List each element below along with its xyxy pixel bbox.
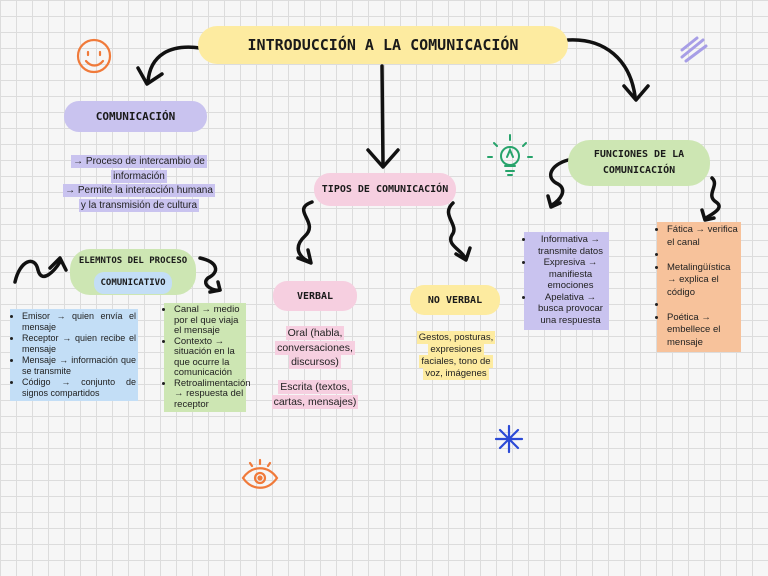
list-item: Fática → verifica el canal [667, 224, 739, 249]
no-verbal-line-4: voz, imágenes [423, 367, 489, 380]
verbal-oral-2: conversaciones, [275, 340, 355, 355]
list-item [667, 249, 739, 262]
title-pill: INTRODUCCIÓN A LA COMUNICACIÓN [198, 26, 568, 64]
left-curve-head [136, 66, 164, 86]
squiggle-noverbal-head [454, 246, 472, 262]
right-curve-head [622, 84, 650, 102]
list-item: Código → conjunto de signos compartidos [22, 377, 136, 399]
left-curve-arrow [146, 45, 202, 84]
squiggle-funciones-left-head [546, 194, 562, 209]
funciones-label-2: COMUNICACIÓN [602, 165, 676, 176]
no-verbal-description: Gestos, posturas, expresiones faciales, … [402, 331, 510, 380]
list-item: Canal → medio por el que viaja el mensaj… [174, 304, 244, 337]
funciones-label-1: FUNCIONES DE LA [593, 149, 685, 160]
funciones-purple-list: Informativa → transmite datos Expresiva … [524, 232, 609, 330]
verbal-oral-1: Oral (habla, [285, 326, 345, 340]
elementos-label-2: COMUNICATIVO [94, 272, 172, 294]
verbal-oral-3: discursos) [289, 355, 341, 369]
verbal-escrita-1: Escrita (textos, [278, 380, 352, 394]
no-verbal-label: NO VERBAL [427, 294, 483, 306]
smiley-icon [76, 38, 112, 74]
verbal-pill: VERBAL [273, 281, 357, 311]
list-item: Receptor → quien recibe el mensaje [22, 333, 136, 355]
tipos-label: TIPOS DE COMUNICACIÓN [321, 184, 449, 195]
elementos-label-1: ELEMNTOS DEL PROCESO [78, 256, 188, 266]
star-burst-icon [494, 424, 524, 454]
comunicacion-label: COMUNICACIÓN [95, 110, 176, 123]
squiggle-funciones-left [548, 158, 570, 207]
list-item [667, 299, 739, 312]
lightbulb-icon [487, 134, 533, 176]
comunicacion-line-2: información [111, 169, 167, 183]
verbal-oral: Oral (habla, conversaciones, discursos) [258, 326, 372, 370]
funciones-orange-list: Fática → verifica el canal Metalingüísti… [657, 222, 741, 352]
elementos-right-list: Canal → medio por el que viaja el mensaj… [164, 303, 251, 412]
scribble-icon [680, 36, 708, 63]
squiggle-funciones-right [704, 176, 721, 220]
list-item: Poética → embellece el mensaje [667, 312, 739, 350]
list-item: Informativa → transmite datos [534, 234, 607, 257]
verbal-escrita: Escrita (textos, cartas, mensajes) [258, 380, 372, 409]
funciones-pill: FUNCIONES DE LA COMUNICACIÓN [568, 140, 710, 186]
elementos-pill: ELEMNTOS DEL PROCESO COMUNICATIVO [70, 249, 196, 295]
list-item: Apelativa → busca provocar una respuesta [534, 292, 607, 327]
tipos-pill: TIPOS DE COMUNICACIÓN [314, 173, 456, 206]
comunicacion-pill: COMUNICACIÓN [64, 101, 207, 132]
comunicacion-line-3: → Permite la interacción humana [63, 184, 215, 197]
squiggle-verbal [296, 200, 314, 264]
verbal-escrita-2: cartas, mensajes) [271, 394, 359, 409]
list-item: Mensaje → información que se transmite [22, 355, 136, 377]
comunicacion-definition: → Proceso de intercambio de información … [56, 155, 222, 213]
list-item: Retroalimentación → respuesta del recept… [174, 378, 251, 411]
no-verbal-line-2: expresiones [428, 343, 484, 356]
elementos-left-list: Emisor → quien envía el mensaje Receptor… [10, 309, 138, 401]
page-title: INTRODUCCIÓN A LA COMUNICACIÓN [247, 36, 519, 54]
eye-icon [241, 458, 279, 489]
squiggle-left-head [48, 256, 68, 272]
squiggle-verbal-head [296, 248, 313, 265]
squiggle-noverbal [446, 201, 467, 260]
list-item: Contexto → situación en la que ocurre la… [174, 336, 244, 379]
squiggle-elementos [198, 256, 222, 293]
squiggle-left [13, 259, 62, 284]
squiggle-funciones-right-head [700, 208, 716, 222]
no-verbal-line-3: faciales, tono de [419, 355, 493, 368]
verbal-label: VERBAL [296, 290, 334, 302]
comunicacion-line-1: → Proceso de intercambio de [71, 155, 207, 168]
no-verbal-line-1: Gestos, posturas, [416, 331, 496, 344]
list-item: Expresiva → manifiesta emociones [534, 257, 607, 292]
main-arrow [380, 64, 385, 167]
right-curve-arrow [566, 38, 637, 98]
squiggle-elementos-head [208, 280, 222, 294]
no-verbal-pill: NO VERBAL [410, 285, 500, 315]
main-arrow-head [366, 148, 400, 169]
list-item: Metalingüística → explica el código [667, 262, 739, 300]
list-item: Emisor → quien envía el mensaje [22, 311, 136, 333]
comunicacion-line-4: y la transmisión de cultura [78, 198, 200, 212]
